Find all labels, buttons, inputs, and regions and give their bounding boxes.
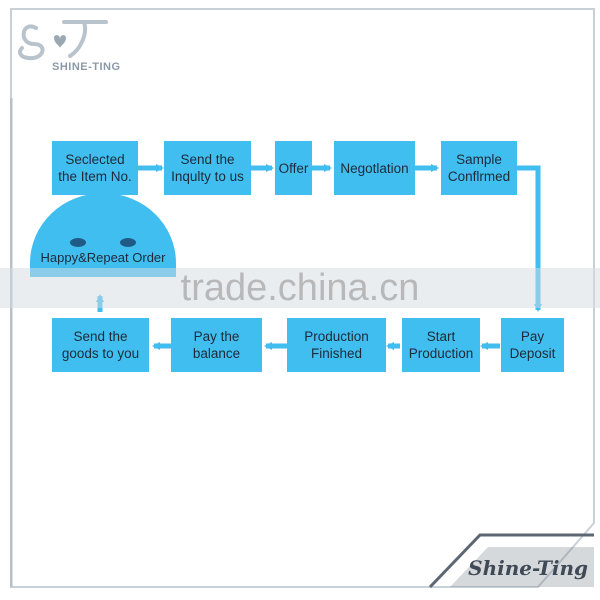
step-pay-balance: Pay the balance [171,318,262,372]
logo-text: SHINE-TING [52,61,121,73]
step-send-goods: Send the goods to you [52,318,149,372]
right-eye-icon [120,238,136,247]
left-eye-icon [70,238,86,247]
step-negotiation: Negotlation [334,141,415,195]
step-select-item: Seclected the Item No. [52,141,138,195]
brand-logo: SHINE-TING [14,14,134,76]
step-send-inquiry: Send the Inqulty to us [164,141,251,195]
watermark-band [0,268,600,308]
step-sample-confirmed: Sample Conflrmed [441,141,517,195]
step-production-finished: Production Finished [287,318,386,372]
step-pay-deposit: Pay Deposit [501,318,564,372]
happy-repeat-order-label: Happy&Repeat Order [40,250,166,265]
page-frame [10,8,595,588]
logo-mark-icon [18,20,108,61]
step-start-production: Start Production [402,318,480,372]
footer-brand: Shine-Ting [468,556,588,580]
watermark: trade.china.cn [180,267,420,309]
step-offer: Offer [275,141,312,195]
